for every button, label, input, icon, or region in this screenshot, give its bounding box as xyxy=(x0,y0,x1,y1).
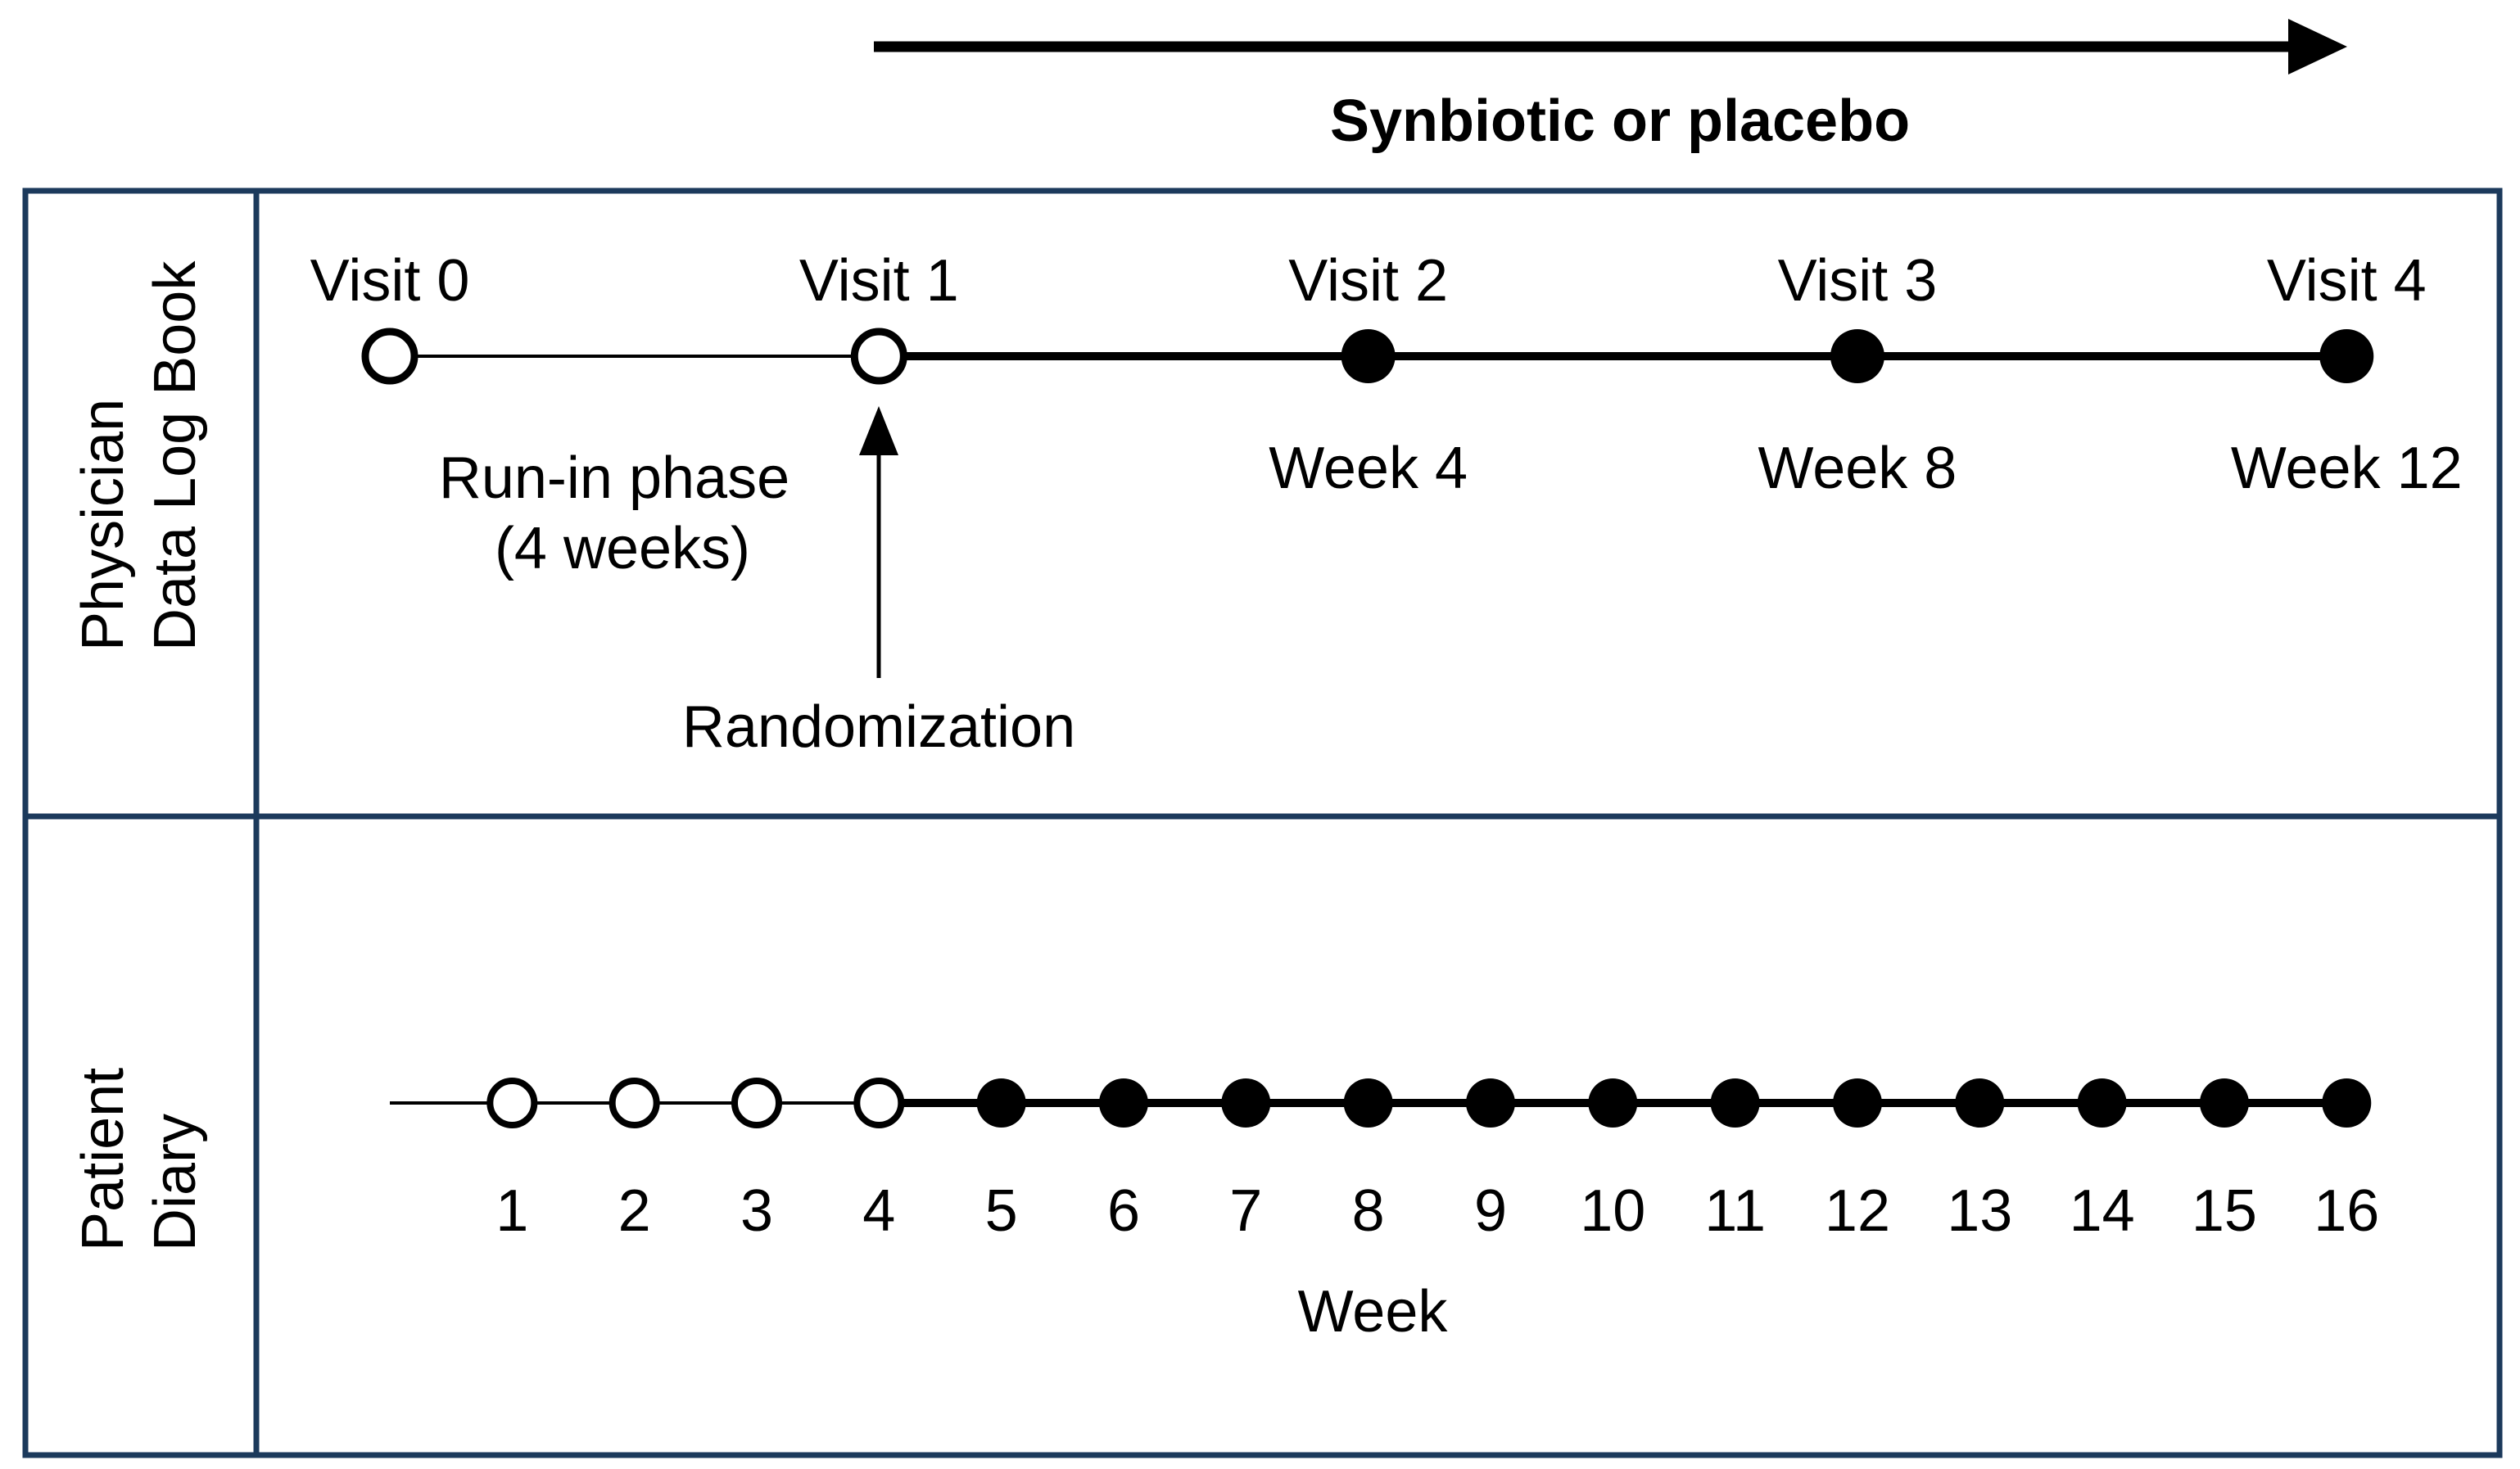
run-in-phase-line1: Run-in phase xyxy=(439,445,789,511)
diary-week-number: 15 xyxy=(2192,1178,2257,1244)
diary-week-number: 2 xyxy=(618,1178,651,1244)
visit-marker-filled xyxy=(1830,329,1884,383)
run-in-phase-label: Run-in phase (4 weeks) xyxy=(439,445,806,581)
visit-marker-filled xyxy=(1341,329,1396,383)
diary-week-number: 14 xyxy=(2070,1178,2135,1244)
diary-week-marker-filled xyxy=(1710,1078,1760,1128)
diary-week-number: 8 xyxy=(1352,1178,1385,1244)
visit-week-sublabel: Week 12 xyxy=(2231,436,2463,501)
visit-marker-open xyxy=(361,328,418,385)
diary-week-marker-filled xyxy=(1098,1078,1148,1128)
diary-week-marker-filled xyxy=(2322,1078,2372,1128)
diary-week-marker-filled xyxy=(2199,1078,2249,1128)
diary-week-marker-filled xyxy=(1588,1078,1638,1128)
diary-week-number: 13 xyxy=(1947,1178,2012,1244)
visit-label: Visit 2 xyxy=(1288,248,1448,314)
visit-label: Visit 0 xyxy=(310,248,470,314)
diary-week-number: 3 xyxy=(740,1178,773,1244)
randomization-label: Randomization xyxy=(682,694,1075,760)
diary-week-marker-filled xyxy=(1221,1078,1271,1128)
visit-marker-open xyxy=(850,328,907,385)
treatment-arrow xyxy=(874,19,2347,75)
diary-week-marker-open xyxy=(609,1078,660,1128)
table-outer-border xyxy=(22,188,2503,1458)
visit-label: Visit 1 xyxy=(799,248,959,314)
diary-week-number: 5 xyxy=(985,1178,1018,1244)
randomization-arrow-head-icon xyxy=(859,406,898,455)
visit-marker-filled xyxy=(2319,329,2374,383)
study-table-frame xyxy=(22,188,2503,1458)
diary-week-number: 16 xyxy=(2314,1178,2379,1244)
run-in-phase-line2: (4 weeks) xyxy=(495,516,750,581)
diary-week-marker-filled xyxy=(1465,1078,1515,1128)
diary-week-number: 4 xyxy=(862,1178,895,1244)
visit-week-sublabel: Week 4 xyxy=(1269,436,1468,501)
visit-week-sublabel: Week 8 xyxy=(1758,436,1957,501)
diary-week-number: 7 xyxy=(1229,1178,1262,1244)
physician-timeline: Visit 0 Visit 1 Visit 2 Week 4 Visit 3 Week 8… xyxy=(310,248,2463,501)
randomization-arrow xyxy=(859,406,898,678)
diary-week-number: 11 xyxy=(1704,1178,1766,1244)
patient-row-label: Patient Diary xyxy=(70,1051,208,1251)
visit-label: Visit 3 xyxy=(1778,248,1938,314)
physician-visit-markers: Visit 0 Visit 1 Visit 2 Week 4 Visit 3 Week 8… xyxy=(310,248,2463,501)
diary-week-number: 12 xyxy=(1825,1178,1890,1244)
diary-week-number: 10 xyxy=(1580,1178,1645,1244)
diary-week-number: 1 xyxy=(495,1178,528,1244)
diary-week-marker-filled xyxy=(1832,1078,1882,1128)
diary-week-marker-open xyxy=(731,1078,782,1128)
physician-row-label: Physician Data Log Book xyxy=(70,260,208,651)
diary-week-marker-open xyxy=(853,1078,905,1128)
diary-week-marker-filled xyxy=(2077,1078,2127,1128)
visit-label: Visit 4 xyxy=(2267,248,2427,314)
diary-week-marker-filled xyxy=(976,1078,1026,1128)
patient-row-label-line1: Patient xyxy=(70,1068,136,1251)
physician-row-label-line2: Data Log Book xyxy=(143,260,208,651)
diary-week-marker-filled xyxy=(1343,1078,1393,1128)
diary-week-number: 9 xyxy=(1474,1178,1507,1244)
patient-row-label-line2: Diary xyxy=(143,1114,208,1251)
diary-week-marker-open xyxy=(486,1078,538,1128)
treatment-arrow-head-icon xyxy=(2288,19,2347,75)
physician-row-label-line1: Physician xyxy=(70,399,136,651)
diary-week-marker-filled xyxy=(1955,1078,2005,1128)
week-axis-label: Week xyxy=(1298,1279,1449,1345)
treatment-arrow-label: Synbiotic or placebo xyxy=(1330,88,1910,154)
diary-week-number: 6 xyxy=(1107,1178,1140,1244)
